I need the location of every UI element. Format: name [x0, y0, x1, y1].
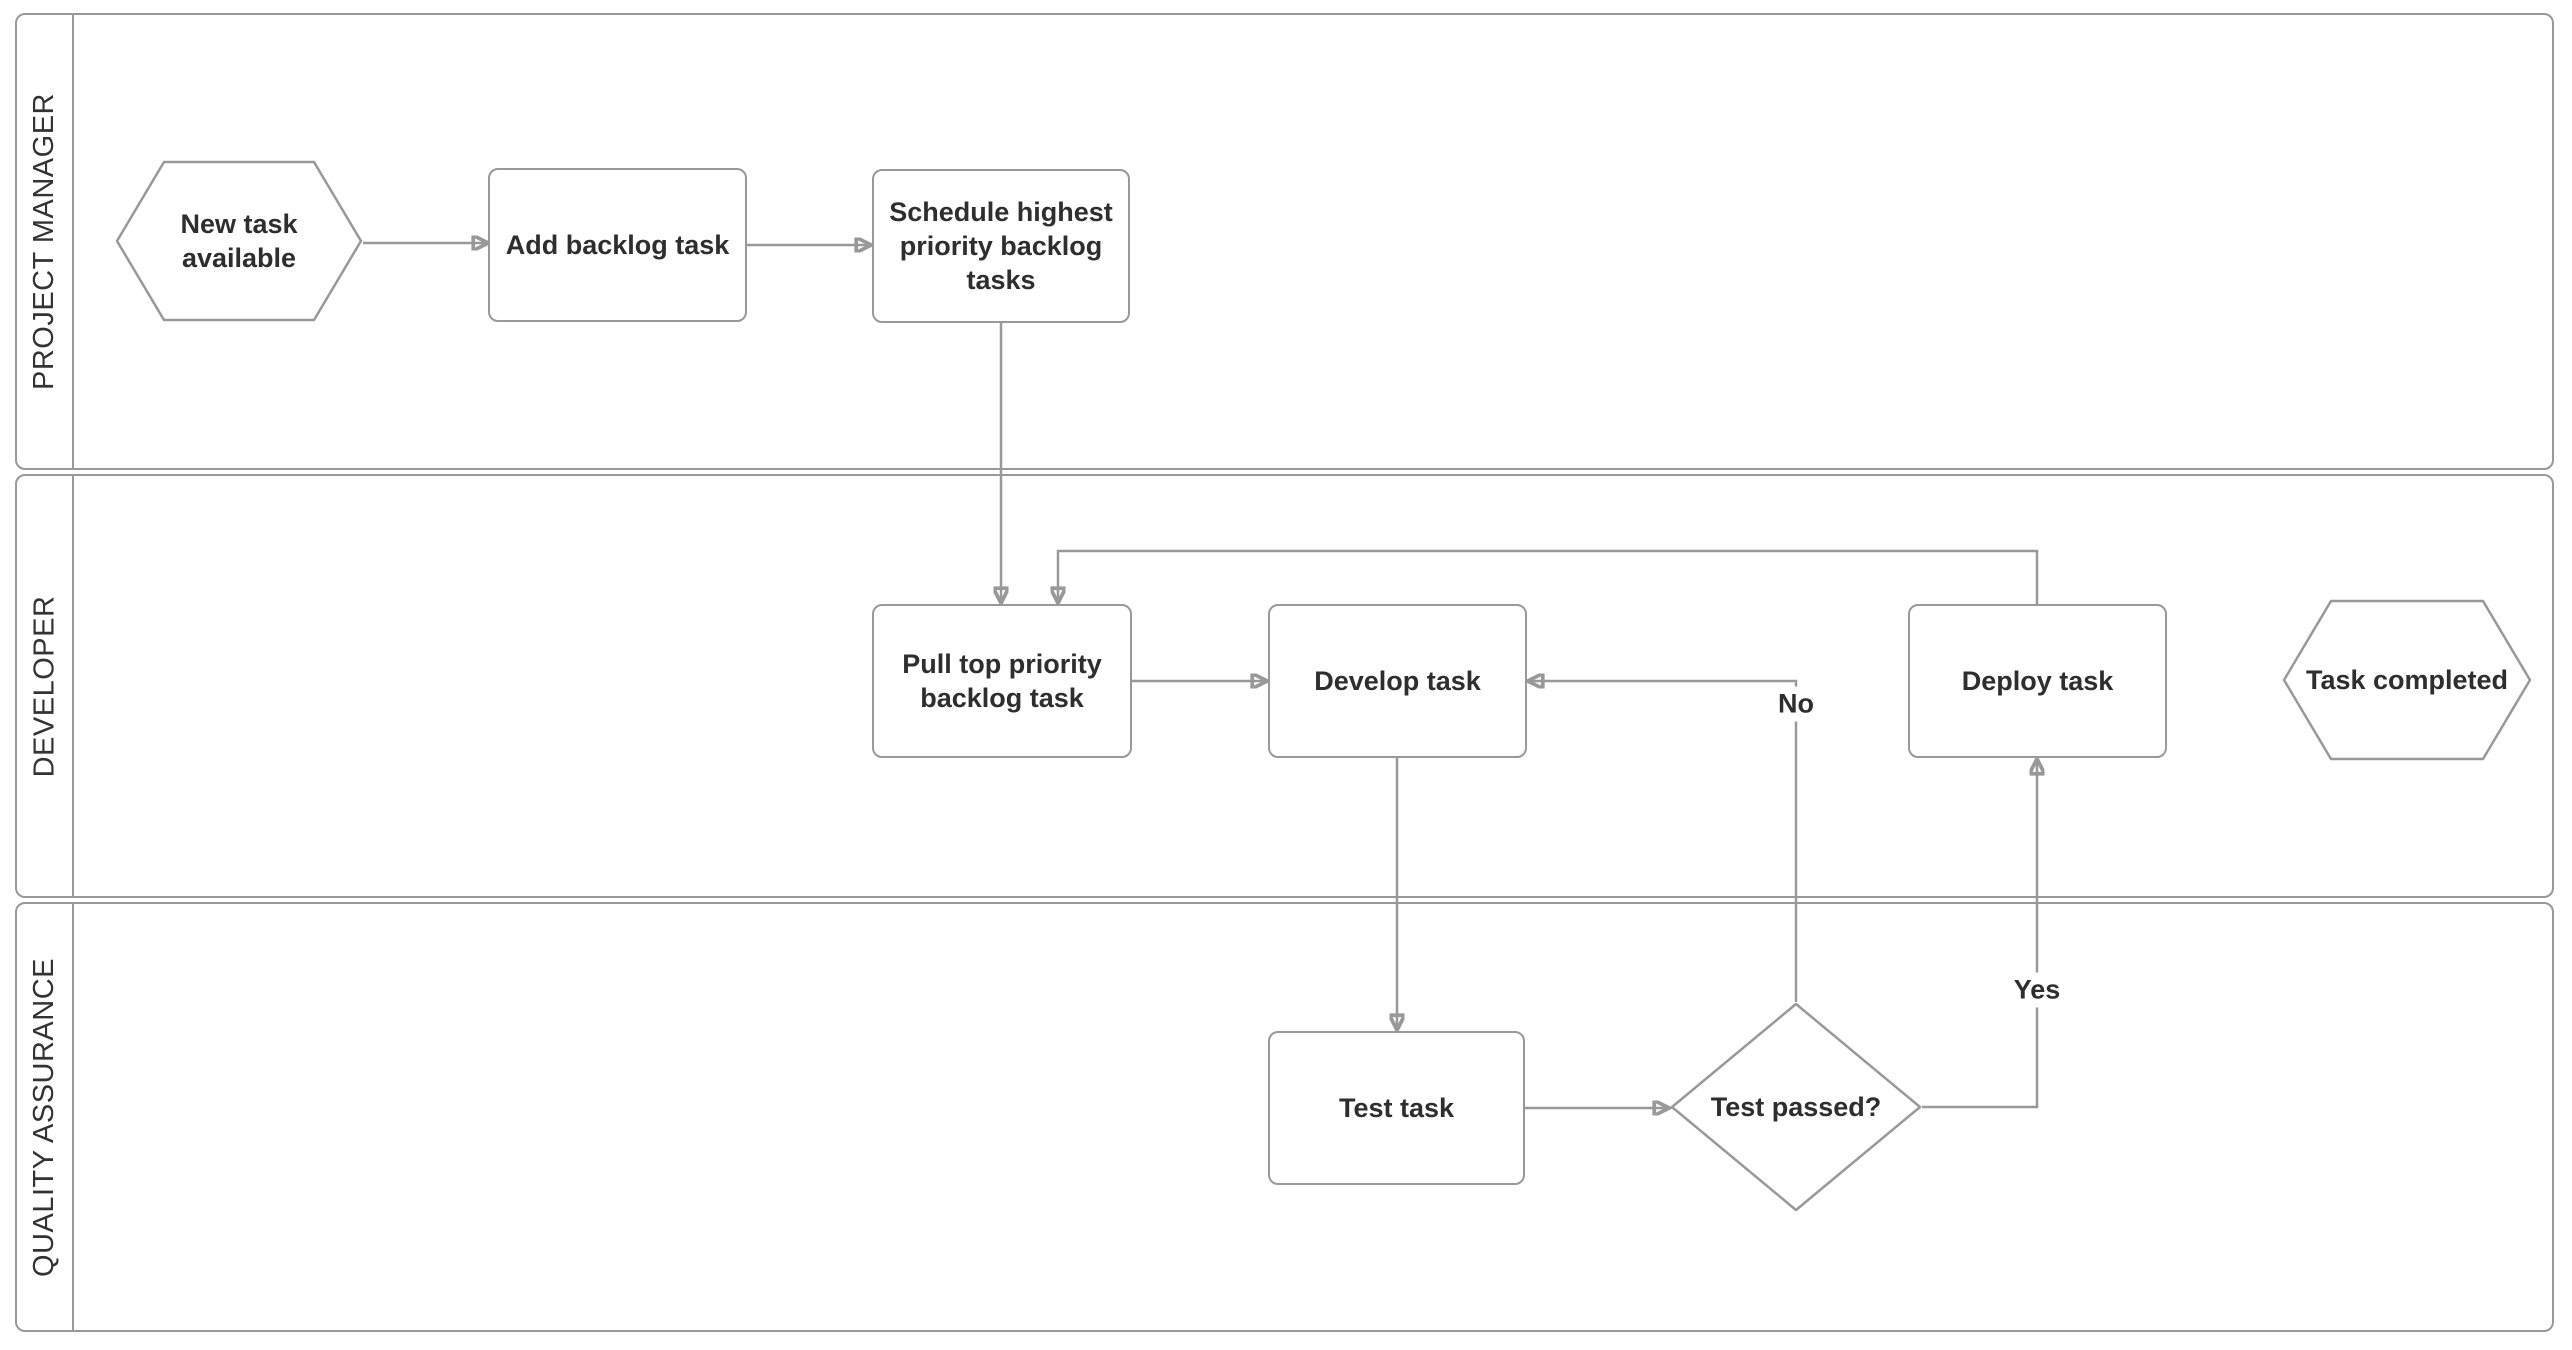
node-label: Test task: [1338, 1093, 1455, 1123]
node-schedule-highest-priority-backlog-tasks: Schedule highest priority backlog tasks: [872, 169, 1130, 323]
node-label: Task completed: [2305, 665, 2509, 695]
lane-label-quality-assurance: QUALITY ASSURANCE: [28, 957, 61, 1277]
node-deploy-task: Deploy task: [1908, 604, 2167, 758]
lane-label-project-manager: PROJECT MANAGER: [28, 92, 61, 391]
lane-header-project-manager: PROJECT MANAGER: [17, 15, 74, 468]
hexagon-shape-icon: [115, 160, 363, 322]
node-label: New task available: [180, 209, 298, 273]
edge-label-no: No: [1770, 686, 1822, 722]
node-label: Add backlog task: [505, 230, 730, 260]
hexagon-shape-icon: [2282, 599, 2532, 761]
node-test-task: Test task: [1268, 1031, 1525, 1185]
lane-header-developer: DEVELOPER: [17, 476, 74, 896]
node-label: Pull top priority backlog task: [902, 649, 1102, 713]
node-task-completed: Task completed: [2282, 599, 2532, 761]
node-label: Develop task: [1314, 666, 1481, 696]
node-add-backlog-task: Add backlog task: [488, 168, 747, 322]
edge-label-yes: Yes: [2005, 972, 2069, 1008]
node-label: Schedule highest priority backlog tasks: [889, 197, 1113, 295]
node-label: Test passed?: [1710, 1092, 1882, 1122]
lane-project-manager: PROJECT MANAGER: [15, 13, 2554, 470]
lane-header-quality-assurance: QUALITY ASSURANCE: [17, 904, 74, 1330]
node-new-task-available: New task available: [115, 160, 363, 322]
lane-label-developer: DEVELOPER: [28, 595, 61, 777]
node-pull-top-priority-backlog-task: Pull top priority backlog task: [872, 604, 1132, 758]
node-label: Deploy task: [1961, 666, 2114, 696]
diamond-shape-icon: [1670, 1002, 1922, 1212]
node-test-passed-decision: Test passed?: [1670, 1002, 1922, 1212]
node-develop-task: Develop task: [1268, 604, 1527, 758]
